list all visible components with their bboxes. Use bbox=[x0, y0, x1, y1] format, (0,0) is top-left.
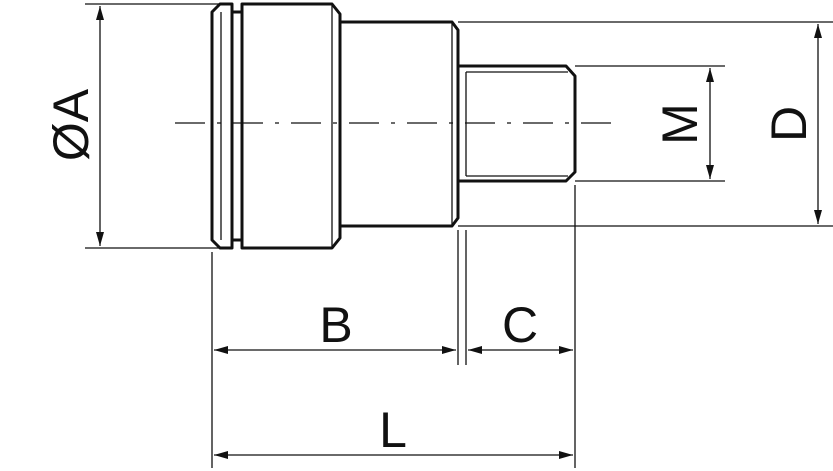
main-body bbox=[240, 2, 342, 250]
part-outline bbox=[210, 2, 577, 250]
label-m: M bbox=[652, 103, 708, 145]
flange-left-ring bbox=[210, 2, 234, 250]
label-d: D bbox=[761, 106, 817, 142]
extension-lines bbox=[85, 3, 833, 468]
label-l: L bbox=[379, 402, 407, 458]
shoulder-body bbox=[340, 20, 460, 228]
label-diameter-a: ØA bbox=[43, 88, 99, 161]
label-c: C bbox=[502, 297, 538, 353]
label-b: B bbox=[319, 297, 352, 353]
dimension-lines bbox=[96, 6, 822, 459]
threaded-stem bbox=[458, 64, 577, 183]
